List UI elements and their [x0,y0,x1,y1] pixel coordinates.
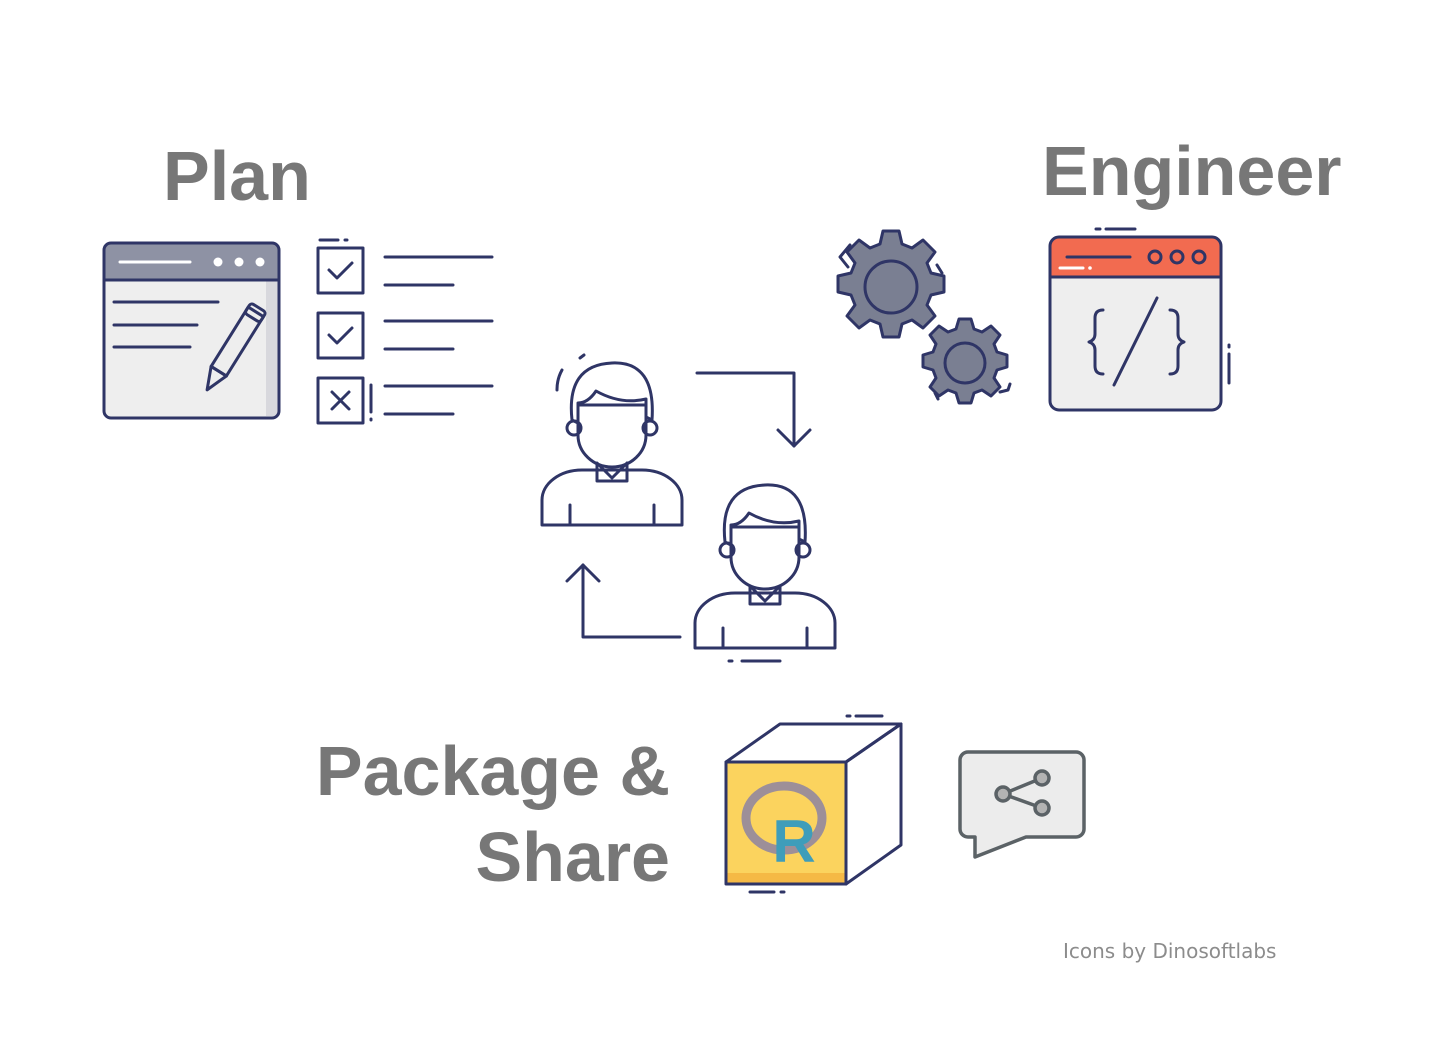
engineer-label: Engineer [1042,132,1342,210]
share-label: Share [475,818,670,896]
code-window-icon [1048,227,1231,412]
arrow-down-icon [695,371,796,448]
document-edit-icon [102,241,281,420]
arrow-up-icon [581,563,682,639]
r-package-icon: R [724,714,903,894]
package-label: Package & [316,732,670,810]
collaboration-icon [540,353,837,663]
person-teal-icon [540,353,684,527]
share-bubble-icon [958,750,1086,859]
plan-label: Plan [163,137,311,215]
person-red-icon [693,483,837,663]
r-logo-letter: R [772,808,815,875]
icon-credit: Icons by Dinosoftlabs [1063,939,1276,963]
checklist-icon [316,238,494,425]
gears-icon [836,229,1012,405]
